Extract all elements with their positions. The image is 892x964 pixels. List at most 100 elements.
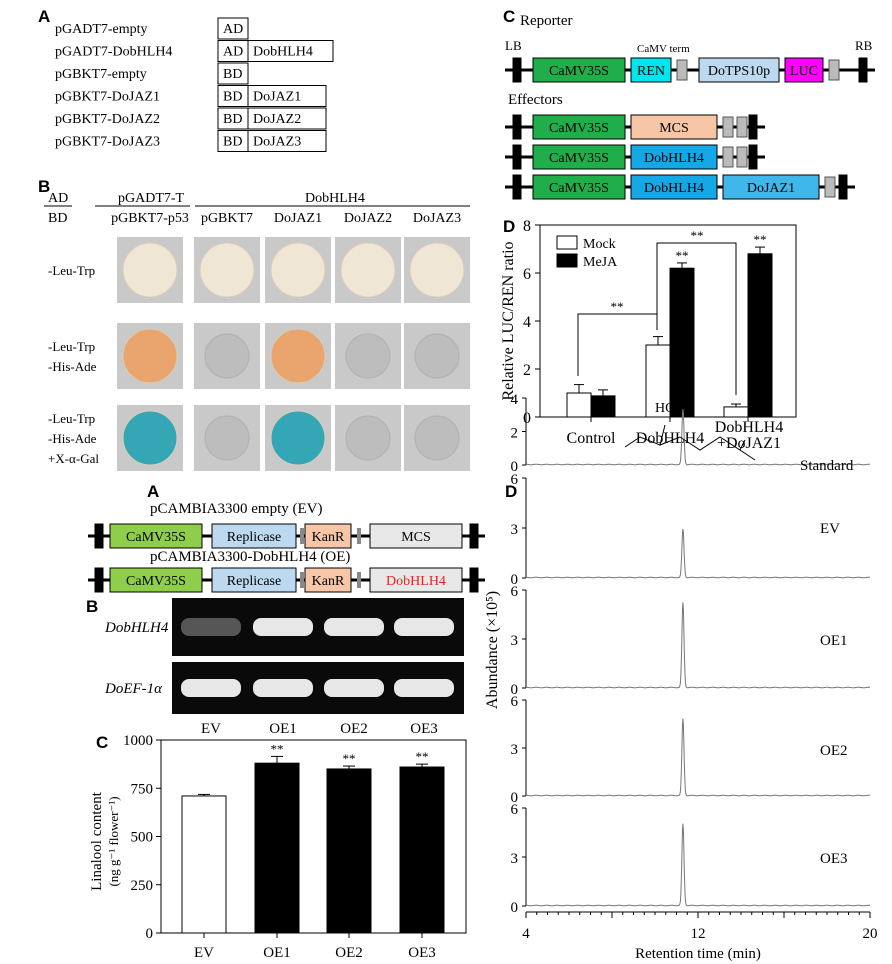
vector-part: [109, 567, 203, 593]
vector-part: [304, 567, 352, 593]
vector-part: [369, 567, 463, 593]
construct-name: pGBKT7-DoJAZ1: [55, 90, 160, 105]
column-label: DoJAZ2: [344, 211, 392, 226]
chromatogram-trace: [526, 823, 870, 907]
significance-bracket: [656, 242, 737, 395]
yeast-colony: [122, 410, 178, 466]
significance-mark: **: [754, 232, 767, 247]
column-label: DoJAZ1: [274, 211, 322, 226]
panel-letter: D: [503, 217, 515, 236]
medium-label: -Leu-Trp: [48, 339, 95, 354]
effector-part: [532, 114, 626, 140]
y-tick-label: 0: [511, 900, 519, 916]
part-label: CaMV35S: [549, 121, 609, 136]
part-label: CaMV35S: [549, 151, 609, 166]
spacer: [300, 528, 304, 544]
domain-box: [217, 62, 249, 85]
gel-band: [181, 618, 241, 636]
effector-part: [630, 144, 718, 170]
yeast-colony: [270, 328, 326, 384]
panel-letter: A: [147, 482, 159, 501]
yeast-colony: [340, 242, 396, 298]
bar-mock: [566, 392, 592, 418]
yeast-colony: [199, 242, 255, 298]
y-tick-label: 2: [511, 426, 519, 442]
x-tick-label: DobHLH4: [636, 430, 704, 447]
reporter-part: [698, 57, 780, 83]
gene-label: DoEF-1α: [104, 681, 163, 697]
part-label: MCS: [401, 530, 431, 545]
lb-label: LB: [505, 38, 522, 53]
x-tick-label: 20: [863, 926, 878, 942]
domain-box: [217, 17, 249, 40]
part-label: REN: [637, 64, 665, 79]
domain-label: BD: [223, 67, 242, 82]
trace-label: OE1: [820, 633, 848, 649]
part-label: LUC: [790, 64, 818, 79]
bar-meja: [590, 395, 616, 418]
x-tick-label: Control: [567, 430, 616, 447]
x-tick-label: 4: [522, 926, 530, 942]
lane-label: OE1: [269, 721, 297, 737]
legend-label: MeJA: [583, 255, 618, 270]
x-tick-label: OE3: [408, 945, 436, 961]
linalool-structure: [624, 424, 756, 461]
group-label: DobHLH4: [305, 191, 365, 206]
part-label: Replicase: [227, 530, 281, 545]
domain-label: DoJAZ2: [253, 112, 301, 127]
vector-part: [369, 523, 463, 549]
gel-band: [181, 679, 241, 697]
significance-mark: **: [416, 749, 429, 764]
bar-meja: [669, 267, 695, 418]
domain-label: AD: [223, 22, 243, 37]
trace-label: Standard: [800, 458, 854, 474]
y-tick-label: 500: [131, 830, 154, 846]
no-growth-spot: [414, 333, 460, 379]
part-label: Replicase: [227, 574, 281, 589]
no-growth-spot: [345, 415, 391, 461]
terminator-box: [828, 59, 840, 81]
medium-label: -His-Ade: [48, 431, 97, 446]
rb-label: RB: [855, 38, 873, 53]
vector-part: [109, 523, 203, 549]
border-block: [838, 174, 848, 200]
vector-part: [304, 523, 352, 549]
part-label: CaMV35S: [549, 64, 609, 79]
bar: [326, 768, 372, 934]
part-label: KanR: [312, 574, 345, 589]
reporter-title: Reporter: [520, 13, 572, 29]
y-tick-label: 8: [523, 218, 531, 235]
group-label: pGADT7-T: [118, 191, 185, 206]
panel-letter: C: [96, 733, 108, 752]
y-tick-label: 4: [523, 314, 531, 331]
yeast-colony: [122, 242, 178, 298]
vector-title: pCAMBIA3300-DobHLH4 (OE): [150, 549, 350, 565]
chromatogram-trace: [526, 718, 871, 797]
panel-letter: D: [505, 482, 517, 501]
domain-label: DoJAZ1: [253, 90, 301, 105]
construct-name: pGADT7-empty: [55, 22, 148, 37]
border-block: [512, 57, 522, 83]
trace-label: OE2: [820, 743, 848, 759]
panel-letter: B: [38, 177, 50, 196]
y-tick-label: 4: [511, 392, 519, 408]
y-tick-label: 2: [523, 362, 531, 379]
medium-label: -His-Ade: [48, 359, 97, 374]
lane-label: OE3: [410, 721, 438, 737]
part-label: DobHLH4: [644, 151, 704, 166]
y-tick-label: 6: [511, 802, 519, 818]
x-tick-label: DobHLH4: [715, 419, 783, 436]
legend-swatch: [556, 253, 578, 268]
y-axis-label: Relative LUC/REN ratio: [500, 241, 517, 400]
y-axis-label: Abundance (×10⁵): [484, 591, 501, 709]
x-tick-label: 12: [691, 926, 706, 942]
medium-label: -Leu-Trp: [48, 411, 95, 426]
part-label: KanR: [312, 530, 345, 545]
vector-part: [211, 523, 297, 549]
domain-label: BD: [223, 90, 242, 105]
x-tick-label: +DoJAZ1: [717, 435, 781, 452]
y-axis-unit: (ng g⁻¹ flower⁻¹): [106, 796, 121, 886]
border-block: [858, 57, 868, 83]
no-growth-spot: [414, 415, 460, 461]
